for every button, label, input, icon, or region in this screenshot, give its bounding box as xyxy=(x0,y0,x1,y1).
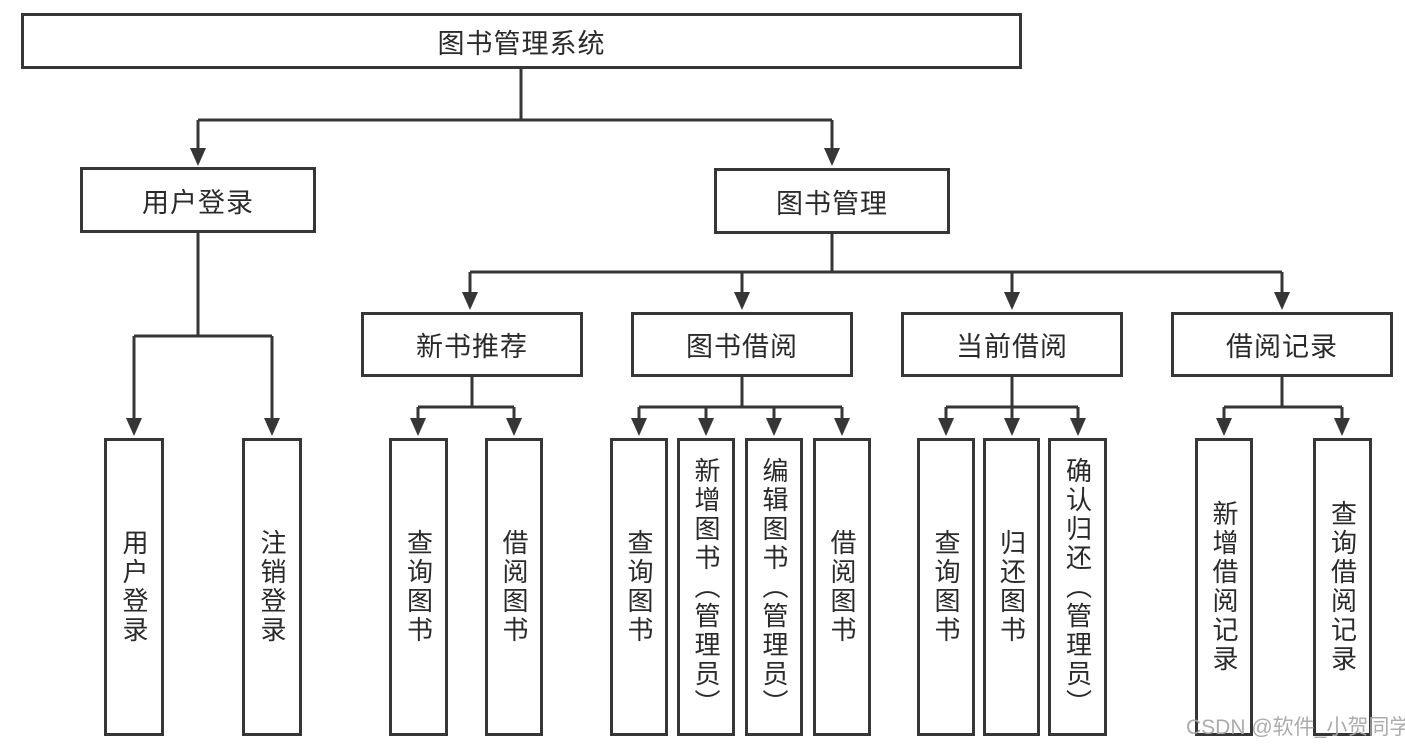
leaf-borrow-book-1-label: 借阅图书 xyxy=(499,529,529,645)
node-borrow-record: 借阅记录 xyxy=(1171,312,1393,377)
leaf-borrow-book-1: 借阅图书 xyxy=(485,438,543,736)
leaf-edit-book: 编辑图书（管理员） xyxy=(745,438,803,736)
leaf-query-borrow-record: 查询借阅记录 xyxy=(1313,438,1372,736)
node-current-borrow-label: 当前借阅 xyxy=(956,332,1068,362)
leaf-user-login: 用户登录 xyxy=(104,438,164,736)
leaf-return-book-label: 归还图书 xyxy=(996,529,1027,645)
leaf-logout: 注销登录 xyxy=(242,438,302,736)
leaf-add-book: 新增图书（管理员） xyxy=(677,438,735,736)
node-book-borrow: 图书借阅 xyxy=(631,312,853,377)
leaf-add-borrow-record: 新增借阅记录 xyxy=(1195,438,1253,736)
node-book-mgmt-label: 图书管理 xyxy=(776,188,888,219)
node-current-borrow: 当前借阅 xyxy=(901,312,1123,377)
node-root: 图书管理系统 xyxy=(21,13,1022,69)
leaf-query-book-1: 查询图书 xyxy=(389,438,448,736)
node-borrow-record-label: 借阅记录 xyxy=(1226,332,1338,362)
arrowhead-icons xyxy=(126,148,1350,436)
leaf-query-book-2-label: 查询图书 xyxy=(624,529,654,645)
leaf-logout-label: 注销登录 xyxy=(257,529,287,645)
node-new-book-rec-label: 新书推荐 xyxy=(416,332,528,362)
leaf-borrow-book-2: 借阅图书 xyxy=(813,438,871,736)
node-root-label: 图书管理系统 xyxy=(437,28,606,59)
leaf-user-login-label: 用户登录 xyxy=(119,529,149,645)
leaf-query-book-3: 查询图书 xyxy=(917,438,975,736)
leaf-query-book-3-label: 查询图书 xyxy=(931,529,961,645)
node-book-mgmt: 图书管理 xyxy=(714,168,950,234)
node-new-book-rec: 新书推荐 xyxy=(361,312,583,377)
watermark: CSDN @软件_小贺同学 xyxy=(1186,716,1405,739)
node-book-borrow-label: 图书借阅 xyxy=(686,332,798,362)
leaf-query-borrow-record-label: 查询借阅记录 xyxy=(1327,500,1358,674)
leaf-query-book-1-label: 查询图书 xyxy=(403,529,434,645)
leaf-return-book: 归还图书 xyxy=(983,438,1040,736)
leaf-add-borrow-record-label: 新增借阅记录 xyxy=(1209,500,1239,674)
node-user-login-label: 用户登录 xyxy=(142,187,254,218)
node-user-login: 用户登录 xyxy=(80,167,316,233)
leaf-borrow-book-2-label: 借阅图书 xyxy=(827,529,857,645)
leaf-edit-book-label: 编辑图书（管理员） xyxy=(759,456,789,718)
leaf-add-book-label: 新增图书（管理员） xyxy=(691,456,721,718)
leaf-confirm-return-label: 确认归还（管理员） xyxy=(1062,456,1093,718)
leaf-query-book-2: 查询图书 xyxy=(610,438,668,736)
leaf-confirm-return: 确认归还（管理员） xyxy=(1048,438,1107,736)
